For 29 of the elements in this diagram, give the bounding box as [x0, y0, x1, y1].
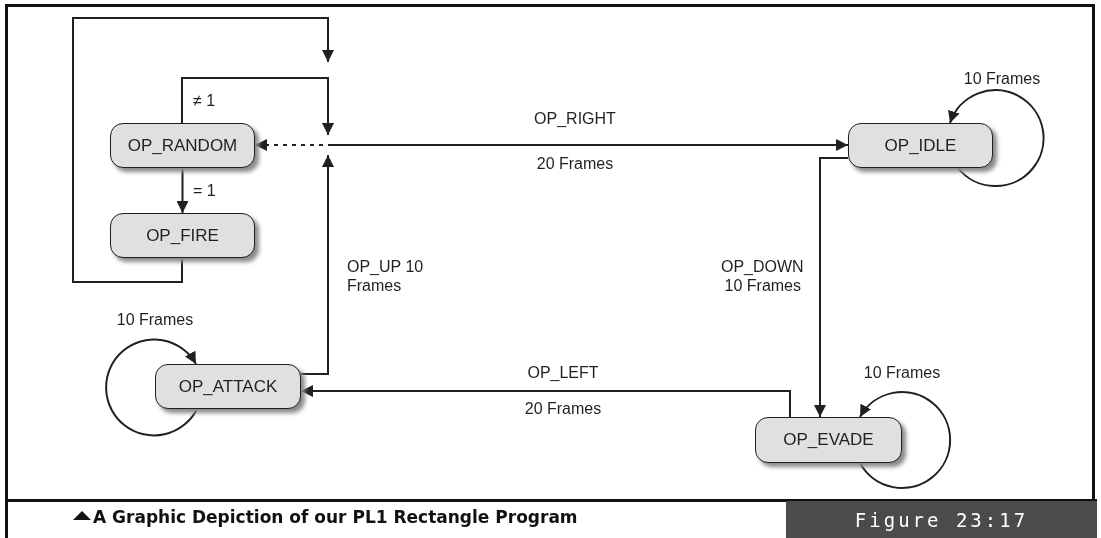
edge-label: OP_LEFT: [527, 363, 599, 382]
state-box: OP_FIRE: [110, 213, 255, 258]
edge-label: 10 Frames: [863, 363, 941, 382]
arrow: [327, 139, 849, 151]
edge-label: ≠ 1: [193, 91, 216, 110]
edge-label: OP_RIGHT: [534, 109, 616, 128]
arrow: [859, 391, 952, 489]
figure-caption: A Graphic Depiction of our PL1 Rectangle Program: [93, 507, 578, 527]
edge-label: = 1: [193, 181, 216, 200]
frames-label: 20 Frames: [536, 154, 614, 173]
state-box: OP_RANDOM: [110, 123, 255, 168]
frames-label: 20 Frames: [524, 399, 602, 418]
arrow: [814, 157, 849, 418]
arrow: [300, 385, 791, 418]
arrow: [254, 139, 324, 151]
edge-label: OP_UP 10 Frames: [347, 257, 425, 295]
arrow: [181, 77, 334, 136]
state-box: OP_EVADE: [755, 417, 902, 463]
edge-label: 10 Frames: [963, 69, 1041, 88]
arrow: [176, 167, 189, 214]
edge-label: 10 Frames: [116, 310, 194, 329]
state-box: OP_IDLE: [848, 123, 993, 168]
arrow: [105, 338, 198, 437]
figure-number: Figure 23:17: [786, 501, 1097, 538]
edge-label: OP_DOWN 10 Frames: [721, 257, 801, 295]
arrow: [300, 154, 334, 375]
state-box: OP_ATTACK: [155, 364, 301, 409]
arrow: [948, 89, 1045, 188]
arrow: [72, 17, 334, 283]
